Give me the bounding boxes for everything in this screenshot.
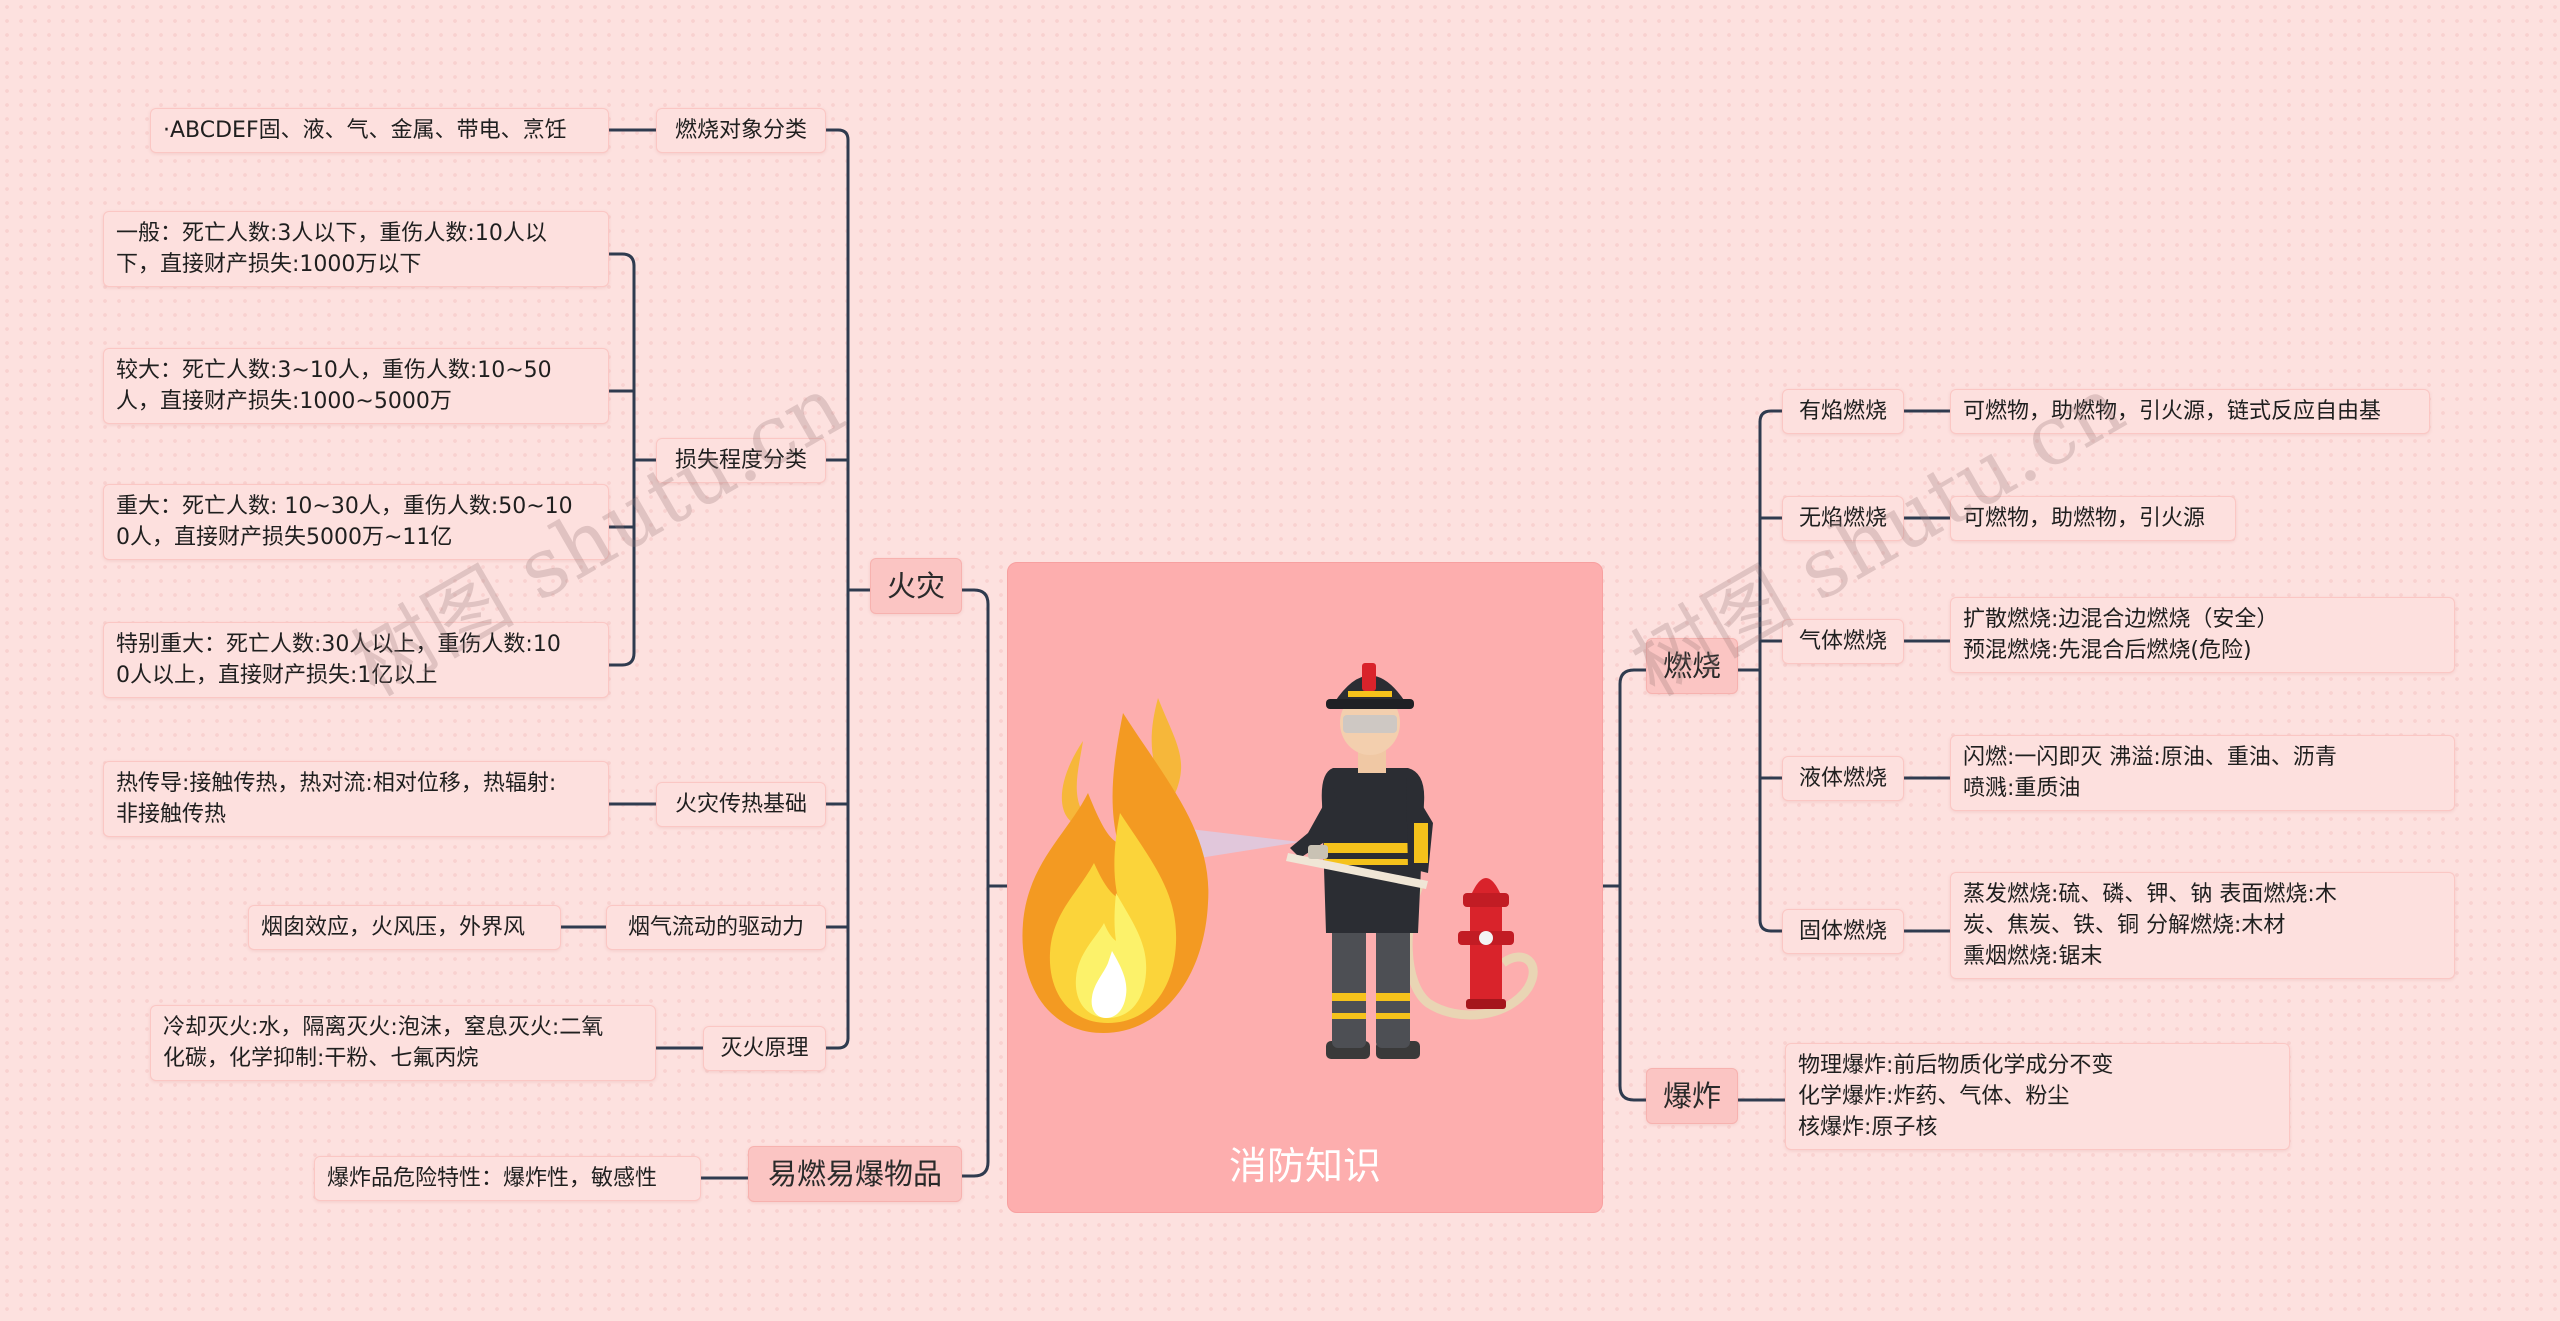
node-flameless[interactable]: 无焰燃烧 bbox=[1782, 496, 1904, 541]
branch-explosion[interactable]: 爆炸 bbox=[1646, 1068, 1738, 1124]
firefighter-illustration bbox=[1022, 663, 1538, 1059]
node-heat-transfer[interactable]: 火灾传热基础 bbox=[656, 782, 826, 827]
branch-explosives[interactable]: 易燃易爆物品 bbox=[748, 1146, 962, 1202]
detail-heat-transfer[interactable]: 热传导:接触传热，热对流:相对位移，热辐射: 非接触传热 bbox=[103, 761, 609, 837]
node-object-class[interactable]: 燃烧对象分类 bbox=[656, 108, 826, 153]
node-loss-class[interactable]: 损失程度分类 bbox=[656, 438, 826, 483]
detail-explosion[interactable]: 物理爆炸:前后物质化学成分不变 化学爆炸:炸药、气体、粉尘 核爆炸:原子核 bbox=[1785, 1043, 2290, 1150]
branch-combustion[interactable]: 燃烧 bbox=[1646, 638, 1738, 694]
detail-loss-larger[interactable]: 较大：死亡人数:3~10人，重伤人数:10~50 人，直接财产损失:1000~5… bbox=[103, 348, 609, 424]
detail-gas[interactable]: 扩散燃烧:边混合边燃烧（安全） 预混燃烧:先混合后燃烧(危险) bbox=[1950, 597, 2455, 673]
center-topic[interactable]: 消防知识 bbox=[1007, 562, 1603, 1213]
flame-icon bbox=[1022, 698, 1209, 1033]
node-gas[interactable]: 气体燃烧 bbox=[1782, 619, 1904, 664]
detail-solid[interactable]: 蒸发燃烧:硫、磷、钾、钠 表面燃烧:木 炭、焦炭、铁、铜 分解燃烧:木材 熏烟燃… bbox=[1950, 872, 2455, 979]
center-title: 消防知识 bbox=[1228, 1144, 1381, 1188]
detail-liquid[interactable]: 闪燃:一闪即灭 沸溢:原油、重油、沥青 喷溅:重质油 bbox=[1950, 735, 2455, 811]
node-extinguish[interactable]: 灭火原理 bbox=[703, 1026, 826, 1071]
detail-loss-general[interactable]: 一般：死亡人数:3人以下，重伤人数:10人以 下，直接财产损失:1000万以下 bbox=[103, 211, 609, 287]
node-flaming[interactable]: 有焰燃烧 bbox=[1782, 389, 1904, 434]
detail-loss-major[interactable]: 重大：死亡人数: 10~30人，重伤人数:50~10 0人，直接财产损失5000… bbox=[103, 484, 609, 560]
detail-loss-severe[interactable]: 特别重大：死亡人数:30人以上，重伤人数:10 0人以上，直接财产损失:1亿以上 bbox=[103, 622, 609, 698]
node-solid[interactable]: 固体燃烧 bbox=[1782, 909, 1904, 954]
detail-flaming[interactable]: 可燃物，助燃物，引火源，链式反应自由基 bbox=[1950, 389, 2430, 434]
detail-flameless[interactable]: 可燃物，助燃物，引火源 bbox=[1950, 496, 2236, 541]
node-smoke-flow[interactable]: 烟气流动的驱动力 bbox=[606, 905, 826, 950]
detail-smoke-flow[interactable]: 烟囱效应，火风压，外界风 bbox=[248, 905, 561, 950]
fire-hydrant-icon bbox=[1403, 878, 1538, 1020]
detail-explosives[interactable]: 爆炸品危险特性：爆炸性，敏感性 bbox=[314, 1156, 701, 1201]
node-liquid[interactable]: 液体燃烧 bbox=[1782, 756, 1904, 801]
detail-extinguish[interactable]: 冷却灭火:水，隔离灭火:泡沫，窒息灭火:二氧 化碳，化学抑制:干粉、七氟丙烷 bbox=[150, 1005, 656, 1081]
detail-object-class[interactable]: ·ABCDEF固、液、气、金属、带电、烹饪 bbox=[150, 108, 609, 153]
firefighter-icon bbox=[1286, 663, 1433, 1059]
branch-fire[interactable]: 火灾 bbox=[870, 558, 962, 614]
